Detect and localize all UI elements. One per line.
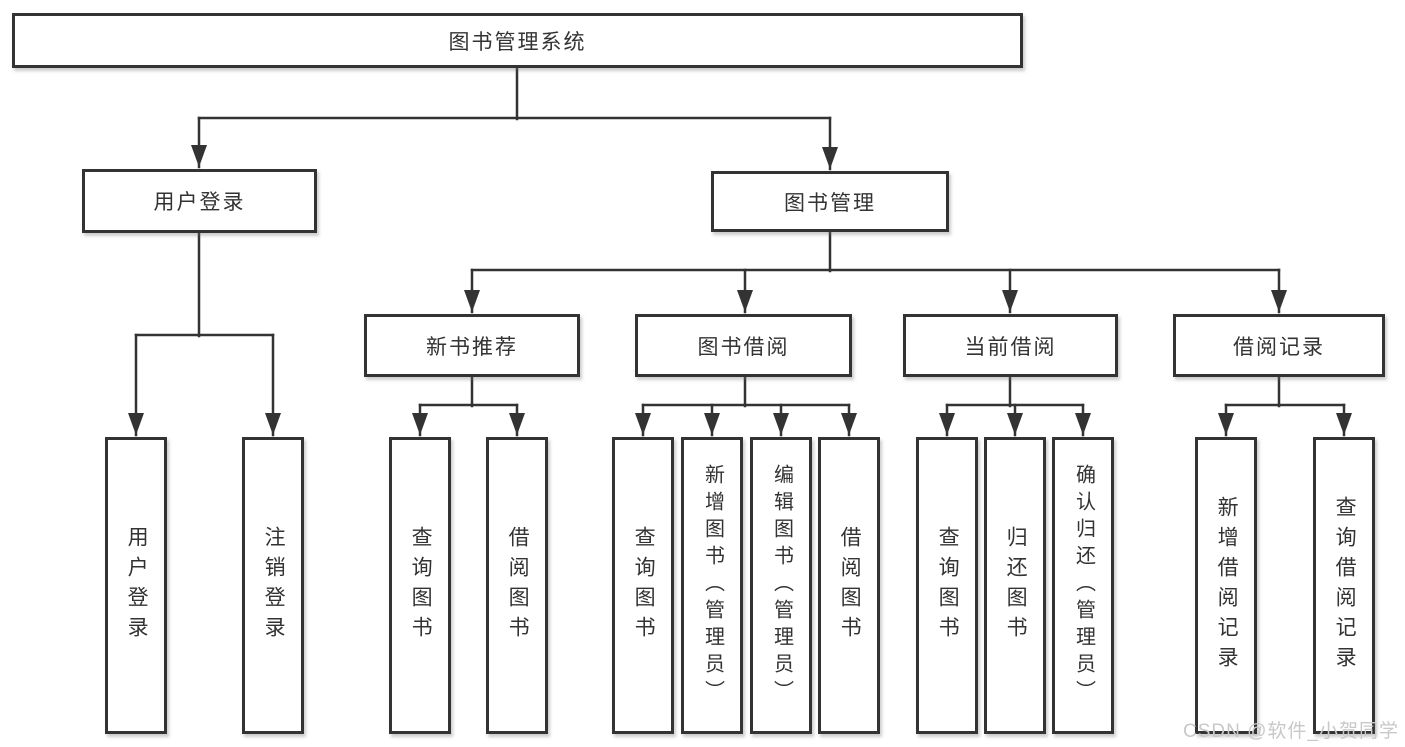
leaf-bb-query-books: 查询图书: [612, 437, 674, 734]
leaf-cb-query-books: 查询图书: [916, 437, 978, 734]
node-user-login: 用户登录: [82, 169, 317, 233]
leaf-bb-edit-books-admin-label: 编辑图书（管理员）: [770, 464, 793, 707]
leaf-logout: 注销登录: [242, 437, 304, 734]
node-book-management-label: 图书管理: [784, 191, 876, 215]
leaf-br-query-record-label: 查询借阅记录: [1333, 495, 1357, 676]
node-new-book-recommend-label: 新书推荐: [426, 335, 518, 359]
leaf-cb-query-books-label: 查询图书: [936, 525, 960, 646]
leaf-cb-confirm-return-admin: 确认归还（管理员）: [1052, 437, 1114, 734]
leaf-user-login: 用户登录: [105, 437, 167, 734]
node-borrow-records-label: 借阅记录: [1233, 335, 1325, 359]
leaf-br-add-record-label: 新增借阅记录: [1215, 495, 1239, 676]
leaf-bb-edit-books-admin: 编辑图书（管理员）: [750, 437, 812, 734]
leaf-nb-borrow-books: 借阅图书: [486, 437, 548, 734]
leaf-bb-borrow-books-label: 借阅图书: [838, 525, 862, 646]
node-root-label: 图书管理系统: [448, 30, 587, 54]
leaf-cb-confirm-return-admin-label: 确认归还（管理员）: [1072, 464, 1095, 707]
node-new-book-recommend: 新书推荐: [364, 314, 580, 377]
node-root: 图书管理系统: [12, 13, 1023, 68]
leaf-bb-add-books-admin: 新增图书（管理员）: [681, 437, 743, 734]
leaf-nb-query-books-label: 查询图书: [409, 525, 433, 646]
leaf-nb-borrow-books-label: 借阅图书: [506, 525, 530, 646]
node-book-borrow: 图书借阅: [635, 314, 852, 377]
leaf-br-query-record: 查询借阅记录: [1313, 437, 1375, 734]
leaf-user-login-label: 用户登录: [125, 525, 149, 646]
csdn-watermark: CSDN @软件_小贺同学: [1183, 721, 1399, 742]
node-borrow-records: 借阅记录: [1173, 314, 1385, 377]
node-book-borrow-label: 图书借阅: [697, 335, 790, 359]
leaf-cb-return-books: 归还图书: [984, 437, 1046, 734]
leaf-logout-label: 注销登录: [262, 525, 286, 646]
node-book-management: 图书管理: [711, 171, 949, 232]
leaf-nb-query-books: 查询图书: [389, 437, 451, 734]
node-current-borrow-label: 当前借阅: [964, 335, 1057, 359]
leaf-bb-borrow-books: 借阅图书: [818, 437, 880, 734]
node-user-login-label: 用户登录: [153, 191, 246, 214]
leaf-br-add-record: 新增借阅记录: [1195, 437, 1257, 734]
leaf-cb-return-books-label: 归还图书: [1004, 525, 1028, 646]
leaf-bb-query-books-label: 查询图书: [632, 525, 656, 646]
leaf-bb-add-books-admin-label: 新增图书（管理员）: [701, 464, 724, 707]
node-current-borrow: 当前借阅: [903, 314, 1118, 377]
